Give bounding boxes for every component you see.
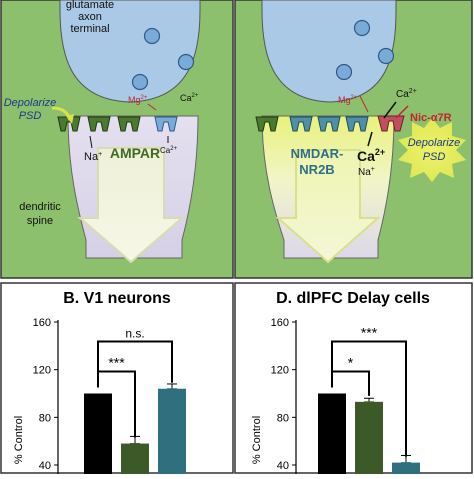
- terminal-label-line-3: terminal: [70, 23, 109, 35]
- spine-label: dendritic: [19, 201, 61, 213]
- y-axis-label: % Control: [13, 416, 25, 464]
- nmdar-receptors: [289, 116, 369, 132]
- nmdar-receptor: [345, 116, 369, 132]
- depolarize-label-right: Depolarize: [408, 137, 461, 149]
- ca-flow-arrow-right: [367, 131, 373, 147]
- ampar-receptor: [117, 116, 141, 132]
- nic-a7r-receptor: [377, 115, 405, 132]
- ampar-label: AMPAR: [110, 145, 160, 161]
- significance-label: ***: [108, 355, 125, 371]
- y-tick-label: 120: [33, 365, 51, 377]
- nmdar-receptor: [289, 116, 313, 132]
- ca-arrow-nic: [395, 105, 409, 119]
- mg-arrow-left: [147, 103, 157, 111]
- terminal-label-line-2: axon: [78, 11, 102, 23]
- vesicle: [131, 73, 149, 91]
- bar: [84, 393, 112, 474]
- nic-a7r-label: Nic-α7R: [410, 112, 452, 124]
- depolarize-burst-right: [398, 118, 466, 182]
- signal-arrow-left: [77, 147, 185, 264]
- axon-terminal-left: [59, 0, 201, 103]
- y-tick-label: 80: [39, 412, 51, 424]
- y-axis-label: % Control: [251, 416, 263, 464]
- depolarize-label-right-2: PSD: [423, 151, 446, 163]
- ampar-receptor-right: [255, 116, 279, 132]
- bar: [121, 443, 149, 474]
- chart-title: D. dlPFC Delay cells: [276, 290, 430, 307]
- terminal-label: glutamate: [66, 0, 114, 11]
- significance-bracket: [97, 340, 173, 388]
- ca-inner-label-left: Ca2+: [160, 146, 178, 155]
- y-tick-label: 40: [39, 460, 51, 472]
- vesicle: [335, 63, 353, 81]
- ca-arrow-right: [383, 101, 397, 119]
- chart-panel-right: [234, 282, 473, 474]
- chart-v1-neurons: B. V1 neurons 40 80 120 160 % Control ***n.s.: [13, 290, 186, 474]
- nmdar-label: NMDAR-: [291, 146, 344, 161]
- na-label-right: Na+: [358, 166, 375, 178]
- vesicle: [143, 27, 161, 45]
- y-tick-label: 160: [33, 317, 51, 329]
- ca-label-left: Ca2+: [180, 93, 199, 103]
- ampar-receptors: [57, 116, 141, 132]
- y-tick-label: 40: [277, 460, 289, 472]
- chart-panel-left: [0, 282, 234, 474]
- y-tick-label: 160: [271, 317, 289, 329]
- mg-label-right: Mg2+: [338, 95, 358, 105]
- na-label-left: Na+: [84, 151, 102, 163]
- mg-label-left: Mg2+: [128, 95, 148, 105]
- ca-big-label: Ca2+: [357, 147, 385, 164]
- signal-arrow-right: [275, 149, 381, 264]
- spine-label-2: spine: [27, 215, 53, 227]
- chart-title: B. V1 neurons: [63, 290, 171, 307]
- nmdar-receptor: [317, 116, 341, 132]
- bar: [355, 401, 383, 474]
- ampar-receptor: [87, 116, 111, 132]
- bar: [392, 462, 420, 474]
- depolarize-label-left-2: PSD: [19, 110, 42, 122]
- depolarize-label-left: Depolarize: [4, 97, 57, 109]
- na-flow-arrow-left: [89, 135, 93, 149]
- mg-arrow-right: [359, 95, 369, 113]
- y-tick-label: 80: [277, 412, 289, 424]
- vesicle: [377, 47, 395, 65]
- nmdar-receptor-left: [154, 116, 178, 132]
- ca-label-right: Ca2+: [396, 88, 417, 100]
- vesicles-left: [131, 27, 195, 91]
- bar: [318, 393, 346, 474]
- vesicle: [353, 19, 371, 37]
- y-tick-label: 120: [271, 365, 289, 377]
- vesicles-right: [335, 19, 395, 81]
- vesicle: [177, 53, 195, 71]
- significance-label: *: [348, 355, 354, 371]
- significance-label: n.s.: [125, 327, 144, 341]
- depolarize-arrowhead-left: [66, 114, 74, 124]
- bar: [158, 388, 186, 474]
- significance-label: ***: [361, 325, 378, 341]
- chart-dlpfc-delay-cells: D. dlPFC Delay cells 40 80 120 160 % Control *…: [251, 290, 430, 474]
- nmdar-label-2: NR2B: [299, 162, 334, 177]
- significance-bracket: [331, 340, 407, 457]
